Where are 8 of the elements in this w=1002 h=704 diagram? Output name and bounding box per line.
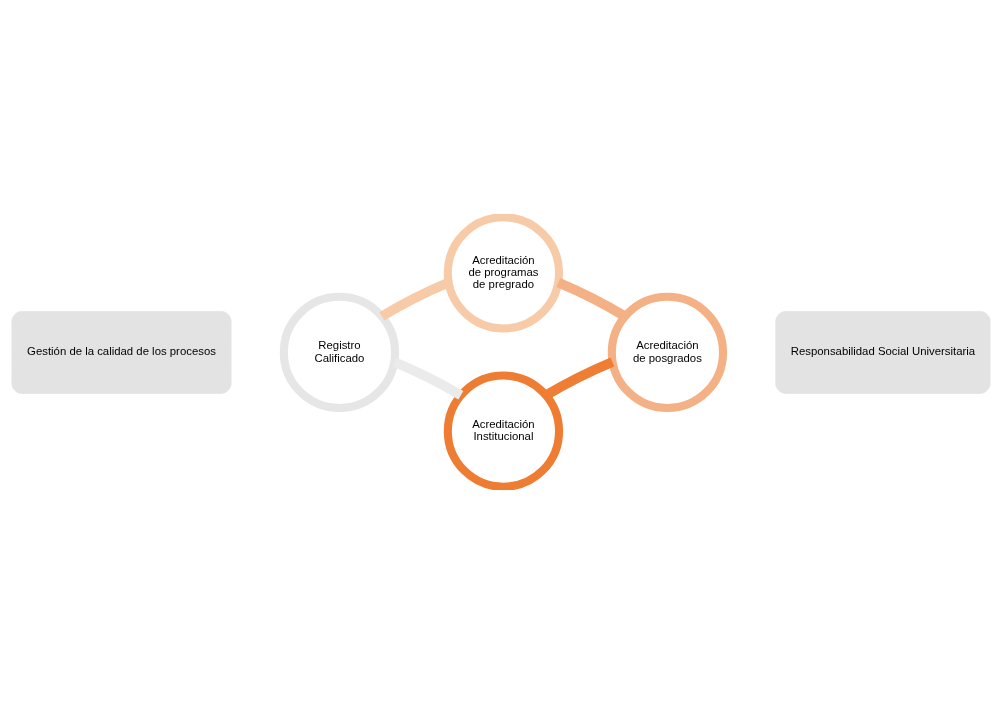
connector [556, 278, 628, 321]
connector [543, 357, 615, 400]
node-circle: Acreditación de programas de pregrado [443, 214, 564, 333]
node-circle: Registro Calificado [279, 292, 400, 413]
node-box: Gestión de la calidad de los procesos [11, 311, 232, 394]
node-circle: Acreditación Institucional [443, 371, 564, 490]
node-circle: Acreditación de posgrados [607, 292, 728, 413]
node-box: Responsabilidad Social Universitaria [775, 311, 991, 394]
